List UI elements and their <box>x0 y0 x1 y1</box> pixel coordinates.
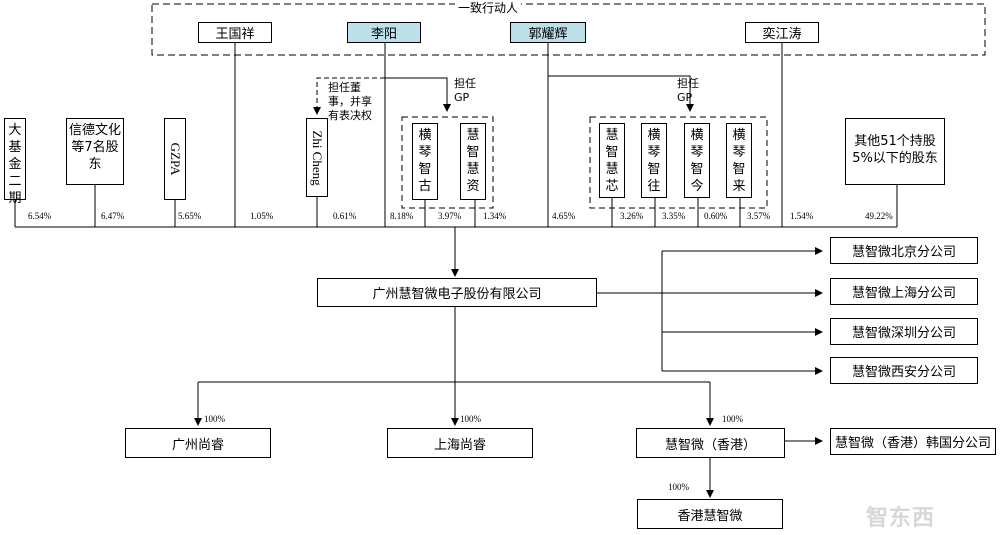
platform-group-a-frame <box>401 116 494 209</box>
shareholder-others: 其他51个持股5%以下的股东 <box>845 118 945 185</box>
pct-huizi: 1.34% <box>483 211 507 221</box>
pct-hk-sub: 100% <box>668 482 689 492</box>
shareholder-gzpa: GZPA <box>164 118 186 200</box>
pct-zhi-cheng: 0.61% <box>333 211 357 221</box>
concerted-group-frame <box>151 3 986 56</box>
zhi-cheng-text: Zhi Cheng <box>310 129 325 186</box>
branch-shanghai: 慧智微上海分公司 <box>830 278 978 305</box>
platform-huizhi-huizi: 慧智慧资 <box>460 123 486 200</box>
pct-gzpa: 5.65% <box>178 211 202 221</box>
shareholder-xinde: 信德文化等7名股东 <box>66 118 124 185</box>
shareholder-li-yang: 李阳 <box>347 22 421 43</box>
shareholder-yi-jiangtao: 奕江涛 <box>745 22 819 43</box>
company-box: 广州慧智微电子股份有限公司 <box>317 278 597 307</box>
gzpa-text: GZPA <box>168 142 183 176</box>
gp-label-left: 担任GP <box>454 77 476 104</box>
subsidiary-shanghai-shangrui: 上海尚睿 <box>387 428 533 458</box>
platform-hengqin-zhilai: 横琴智来 <box>726 123 752 198</box>
pct-xinde: 6.47% <box>101 211 125 221</box>
pct-yi: 1.54% <box>790 211 814 221</box>
pct-guangzhou-shangrui: 100% <box>204 414 225 424</box>
shareholder-big-fund-ii: 大基金二期 <box>4 118 26 206</box>
branch-beijing: 慧智微北京分公司 <box>830 237 978 264</box>
platform-hengqin-zhigu: 横琴智古 <box>412 123 438 200</box>
shareholder-zhi-cheng: Zhi Cheng <box>306 118 328 197</box>
branch-korea: 慧智微（香港）韩国分公司 <box>830 428 996 455</box>
concerted-group-title: 一致行动人 <box>455 0 522 16</box>
shareholder-guo-yaohui: 郭耀辉 <box>510 22 586 43</box>
pct-others: 49.22% <box>865 211 893 221</box>
subsidiary-hk: 慧智微（香港） <box>636 428 785 458</box>
branch-shenzhen: 慧智微深圳分公司 <box>830 318 978 345</box>
platform-huizhi-huixin: 慧智慧芯 <box>599 123 625 198</box>
watermark-logo: 智东西 <box>866 506 936 531</box>
pct-zhiwang: 3.35% <box>662 211 686 221</box>
pct-big-fund-ii: 6.54% <box>28 211 52 221</box>
pct-shanghai-shangrui: 100% <box>460 414 481 424</box>
zhi-cheng-role-label: 担任董事，并享有表决权 <box>328 81 372 122</box>
pct-huixin: 3.26% <box>620 211 644 221</box>
branch-xian: 慧智微西安分公司 <box>830 357 978 384</box>
platform-hengqin-zhiwang: 横琴智往 <box>641 123 667 198</box>
subsidiary-hk-huizhiwei: 香港慧智微 <box>637 499 783 529</box>
pct-wang: 1.05% <box>250 211 274 221</box>
gp-label-right: 担任GP <box>677 77 699 104</box>
pct-guo: 4.65% <box>552 211 576 221</box>
pct-hk: 100% <box>722 414 743 424</box>
subsidiary-guangzhou-shangrui: 广州尚睿 <box>125 428 271 458</box>
shareholder-wang-guoxiang: 王国祥 <box>198 22 272 43</box>
platform-hengqin-zhijin: 横琴智今 <box>684 123 710 198</box>
pct-zhijin: 0.60% <box>704 211 728 221</box>
pct-li: 8.18% <box>390 211 414 221</box>
pct-zhigu: 3.97% <box>438 211 462 221</box>
platform-group-b-frame <box>589 116 768 209</box>
pct-zhilai: 3.57% <box>747 211 771 221</box>
